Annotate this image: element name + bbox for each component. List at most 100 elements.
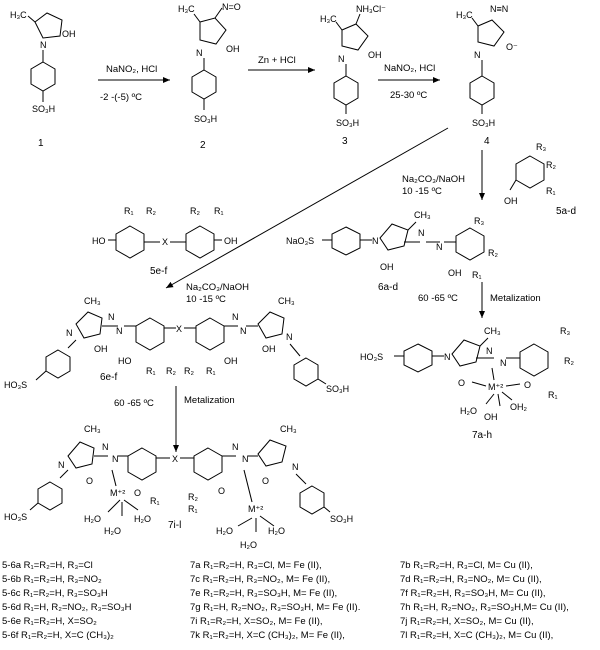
hydroxyl-label: OH [448, 268, 462, 278]
hydroxyl-label: OH [94, 344, 108, 354]
legend-right-1: 7d R₁=R₂=H, R₃=NO₂, M= Cu (II), [400, 574, 542, 585]
oxygen-label: O [262, 476, 269, 486]
water-ligand-label: H₂O [84, 514, 101, 524]
reagent-label: Na₂CO₃/NaOH [186, 282, 249, 293]
legend-right-3: 7h R₁=H, R₂=NO₂, R₃=SO₃H,M= Cu (II), [400, 602, 569, 613]
substituent-legend: 5-6a R₁=R₂=H, R₃=Cl 7a R₁=R₂=H, R₃=Cl, M… [2, 560, 600, 648]
oxygen-label: O [458, 378, 465, 388]
nitrogen-label: N [196, 48, 203, 58]
r1-label: R₁ [546, 186, 556, 196]
metal-center-label: M⁺² [248, 504, 263, 514]
azo-nitrogen-label: N [108, 312, 115, 322]
reagent-label: Na₂CO₃/NaOH [402, 174, 465, 185]
compound-5a-d: R₃ R₂ R₁ OH 5a-d [504, 142, 576, 217]
diazonium-label: N≡N [490, 4, 508, 14]
methyl-label: CH₃ [484, 326, 501, 336]
water-ligand-label: H₂O [240, 540, 257, 550]
temperature-label: 10 -15 ºC [402, 186, 442, 197]
nitrogen-label: N [444, 352, 451, 362]
reagent-label: Zn + HCl [258, 55, 296, 66]
legend-left-3: 5-6d R₁=H, R₂=NO₂, R₃=SO₃H [2, 602, 132, 613]
methyl-label: H₃C [178, 4, 195, 14]
methyl-label: CH₃ [414, 210, 431, 220]
compound-6e-f: CH₃ N OH HO₃S N N HO R₁ R₂ X R₂ R₁ OH N … [4, 296, 349, 409]
compound-number: 7i-l [168, 520, 181, 531]
sulfonic-acid-label: HO₃S [4, 512, 27, 522]
water-ligand-label: H₂O [134, 514, 151, 524]
r2-label: R₂ [546, 160, 556, 170]
r2-label: R₂ [190, 206, 200, 216]
bridge-x-label: X [162, 237, 168, 247]
hydroxyl-ligand-label: OH [484, 412, 498, 422]
water-ligand-label: H₂O [460, 406, 477, 416]
methyl-label: CH₃ [84, 424, 101, 434]
temperature-label: 25-30 ºC [390, 90, 427, 101]
r3-label: R₃ [474, 216, 484, 226]
compound-number: 5e-f [150, 266, 167, 277]
water-ligand-label: H₂O [104, 526, 121, 536]
hydroxyl-label: OH [226, 44, 240, 54]
sulfonic-acid-label: SO₃H [194, 114, 217, 124]
water-ligand-label: H₂O [216, 526, 233, 536]
azo-nitrogen-label: N [418, 228, 425, 238]
oxygen-label: O [134, 488, 141, 498]
oxygen-label: O [218, 486, 225, 496]
compound-number: 4 [484, 136, 490, 147]
temperature-label: 60 -65 ºC [114, 398, 154, 409]
nitrogen-label: N [338, 54, 345, 64]
r1-label: R₁ [150, 496, 160, 506]
methyl-label: H₃C [10, 10, 27, 20]
bridge-x-label: X [176, 324, 182, 334]
sulfonate-label: NaO₃S [286, 236, 314, 246]
legend-mid-4: 7i R₁=R₂=H, X=SO₂, M= Fe (II), [190, 616, 323, 627]
hydroxyl-label: OH [224, 356, 238, 366]
legend-left-0: 5-6a R₁=R₂=H, R₃=Cl [2, 560, 93, 571]
legend-left-4: 5-6e R₁=R₂=H, X=SO₂ [2, 616, 97, 627]
legend-right-0: 7b R₁=R₂=H, R₃=Cl, M= Cu (II), [400, 560, 533, 571]
hydroxyl-label: OH [262, 344, 276, 354]
sulfonic-acid-label: SO₃H [330, 514, 353, 524]
legend-mid-3: 7g R₁=H, R₂=NO₂, R₃=SO₃H, M= Fe (II). [190, 602, 361, 613]
compound-number: 7a-h [472, 430, 492, 441]
r3-label: R₃ [536, 142, 546, 152]
r2-label: R₂ [564, 356, 574, 366]
methyl-label: CH₃ [84, 296, 101, 306]
water-ligand-label: OH₂ [510, 402, 528, 412]
r2-label: R₂ [188, 492, 198, 502]
azo-nitrogen-label: N [436, 242, 443, 252]
legend-left-2: 5-6c R₁=R₂=H, R₃=SO₃H [2, 588, 108, 599]
r1-label: R₁ [206, 366, 216, 376]
hydroxyl-label: OH [368, 50, 382, 60]
azo-nitrogen-label: N [232, 442, 239, 452]
hydroxyl-label: HO [118, 356, 132, 366]
compound-number: 1 [38, 138, 44, 149]
r2-label: R₂ [184, 366, 194, 376]
legend-mid-5: 7k R₁=R₂=H, X=C (CH₃)₂, M= Fe (II), [190, 630, 345, 641]
metalization-label: Metalization [490, 293, 541, 304]
methyl-label: H₃C [456, 10, 473, 20]
compound-4: H₃C N≡N O⁻ N SO₃H 4 [456, 4, 518, 147]
r1-label: R₁ [214, 206, 224, 216]
temperature-label: 10 -15 ºC [186, 294, 226, 305]
sulfonic-acid-label: SO₃H [326, 384, 349, 394]
compound-3: H₃C NH₃Cl⁻ OH N SO₃H 3 [320, 4, 386, 147]
ammonium-label: NH₃Cl⁻ [356, 4, 386, 14]
methyl-label: CH₃ [280, 424, 297, 434]
nitrogen-label: N [66, 328, 73, 338]
azo-nitrogen-label: N [500, 358, 507, 368]
methyl-label: CH₃ [278, 296, 295, 306]
r3-label: R₃ [560, 326, 570, 336]
nitrogen-label: N [40, 40, 47, 50]
compound-7a-h: HO₃S N CH₃ O N N R₃ R₂ R₁ O M⁺² H₂O OH O… [360, 326, 574, 441]
bridge-x-label: X [172, 454, 178, 464]
legend-left-5: 5-6f R₁=R₂=H, X=C (CH₃)₂ [2, 630, 114, 641]
compound-7i-l: CH₃ N O HO₃S N N O R₁ X R₂ R₁ O N N CH₃ … [4, 424, 353, 550]
reagent-label: NaNO₂, HCl [384, 63, 435, 74]
r1-label: R₁ [188, 504, 198, 514]
compound-1: H₃C OH N SO₃H 1 [10, 10, 76, 149]
reaction-arrow [165, 127, 449, 289]
azo-nitrogen-label: N [486, 346, 493, 356]
temperature-label: -2 -(-5) ºC [100, 92, 142, 103]
compound-number: 6a-d [378, 282, 398, 293]
